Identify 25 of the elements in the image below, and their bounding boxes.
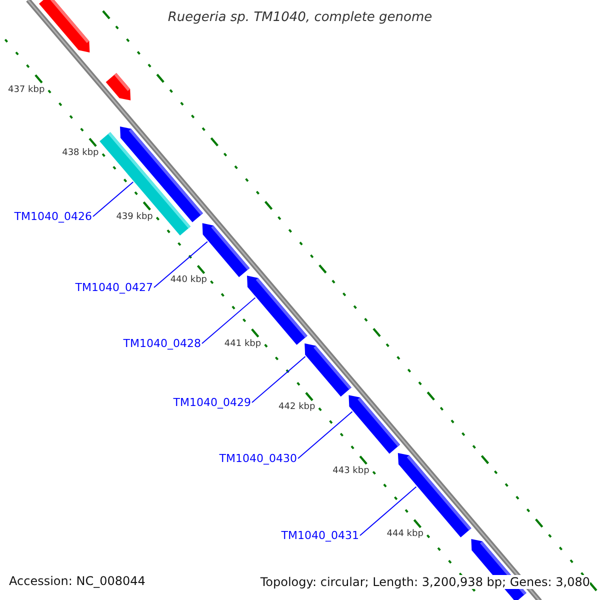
gene-label: TM1040_0430 — [219, 453, 297, 464]
scale-label: 440 kbp — [170, 276, 207, 286]
gene-label: TM1040_0428 — [123, 338, 201, 349]
gene-feature — [348, 395, 400, 454]
accession-text: Accession: NC_008044 — [9, 575, 146, 587]
genome-info-text: Topology: circular; Length: 3,200,938 bp; Genes: 3,080 — [257, 575, 590, 589]
leader-line — [298, 411, 353, 459]
gene-feature — [304, 343, 352, 397]
scale-label: 439 kbp — [116, 212, 153, 222]
scale-label: 442 kbp — [278, 403, 316, 412]
leader-line — [202, 297, 256, 344]
gene-label: TM1040_0426 — [14, 211, 92, 222]
scale-label: 444 kbp — [386, 530, 424, 540]
title: Ruegeria sp. TM1040, complete genome — [166, 11, 434, 24]
gene-feature — [39, 0, 90, 52]
gene-feature — [106, 73, 131, 100]
leader-line — [154, 241, 208, 288]
scale-label: 438 kbp — [62, 149, 99, 158]
scale-label: 441 kbp — [224, 340, 262, 349]
leader-line — [252, 356, 306, 403]
gene-label: TM1040_0427 — [75, 282, 153, 293]
gene-label: TM1040_0429 — [173, 397, 251, 408]
leader-line — [92, 182, 134, 217]
leader-line — [360, 486, 417, 536]
gene-label: TM1040_0431 — [281, 530, 359, 541]
